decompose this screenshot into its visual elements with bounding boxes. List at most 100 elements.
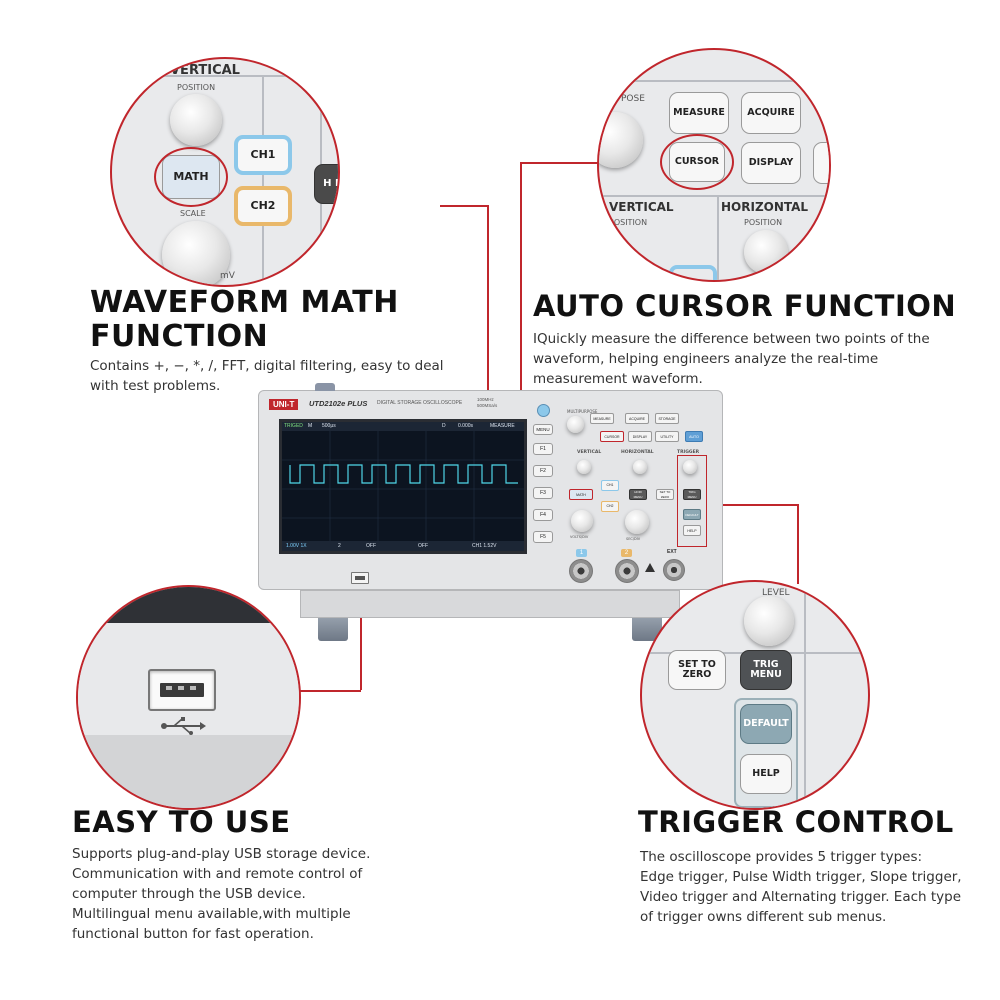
- device-volts-knob[interactable]: [571, 510, 593, 532]
- ch2-bnc-jack[interactable]: [615, 559, 639, 583]
- device-help-button[interactable]: HELP: [683, 525, 701, 536]
- waveform-math-description: Contains +, −, *, /, FFT, digital filter…: [90, 358, 444, 394]
- warning-icon: [645, 563, 655, 572]
- help-button[interactable]: HELP: [740, 754, 792, 794]
- screen-bottom-bar: 1.00V 1X 2 OFF OFF CH1 1.52V: [282, 541, 524, 551]
- zoom-usb-port: [76, 585, 301, 810]
- device-vertical-label: VERTICAL: [577, 450, 602, 455]
- device-foot-left: [318, 615, 348, 641]
- screen-timebase: 500μs: [322, 423, 336, 429]
- ext-bnc-jack[interactable]: [663, 559, 685, 581]
- usb-port[interactable]: [148, 669, 216, 711]
- horizontal-position-knob[interactable]: [744, 230, 788, 274]
- vertical-section-label: VERTICAL: [170, 63, 240, 78]
- waveform-trace: [282, 431, 524, 547]
- device-trigger-label: TRIGGER: [677, 450, 700, 455]
- f3-button[interactable]: F3: [533, 487, 553, 499]
- screen-m-flag: M: [308, 423, 313, 429]
- trig-status: TRIGED: [284, 423, 303, 429]
- position-knob[interactable]: [170, 94, 222, 146]
- screen-measure: MEASURE: [490, 423, 515, 429]
- trigger-highlight-box: [677, 455, 707, 547]
- device-set-to-zero-button[interactable]: SET TO ZERO: [656, 489, 674, 500]
- device-ch1-button[interactable]: CH1: [601, 480, 619, 491]
- brand-logo: UNI-T: [269, 399, 299, 410]
- device-auto-button[interactable]: AUTO: [685, 431, 703, 442]
- device-stand: [300, 590, 680, 618]
- auto-cursor-description: IQuickly measure the difference between …: [533, 331, 930, 387]
- vertical-label: VERTICAL: [609, 200, 674, 214]
- ch2-button[interactable]: CH2: [234, 186, 292, 226]
- device-horizontal-label: HORIZONTAL: [621, 450, 654, 455]
- volts-div-label: VOLTS/DIV: [570, 535, 589, 539]
- position-label-right: POSITION: [744, 218, 783, 227]
- device-spec: 100MHz 500MSa/s: [477, 397, 498, 408]
- ch1-button[interactable]: CH1: [234, 135, 292, 175]
- scale-knob[interactable]: [162, 221, 230, 285]
- default-button[interactable]: DEFAULT: [740, 704, 792, 744]
- connector-line: [520, 162, 522, 492]
- device-sec-knob[interactable]: [625, 510, 649, 534]
- model-label: UTD2102e PLUS: [309, 399, 368, 408]
- position-label-left: POSITION: [609, 218, 648, 227]
- device-level-knob[interactable]: [683, 460, 697, 474]
- trigger-control-title: TRIGGER CONTROL: [638, 805, 954, 839]
- device-storage-button[interactable]: STORAGE: [655, 413, 679, 424]
- measure-button[interactable]: MEASURE: [669, 92, 729, 134]
- easy-to-use-description: Supports plug-and-play USB storage devic…: [72, 846, 371, 942]
- device-cursor-button[interactable]: CURSOR: [600, 431, 624, 442]
- level-knob[interactable]: [744, 596, 794, 646]
- screen-ch2-number: 2: [338, 543, 341, 549]
- usb-icon: [161, 717, 206, 735]
- device-vertical-position-knob[interactable]: [577, 460, 591, 474]
- connector-line: [440, 205, 488, 207]
- partial-button[interactable]: [813, 142, 829, 184]
- device-multipurpose-knob[interactable]: [567, 416, 584, 433]
- math-highlight-circle: [154, 147, 228, 207]
- power-button[interactable]: [537, 404, 550, 417]
- f2-button[interactable]: F2: [533, 465, 553, 477]
- f4-button[interactable]: F4: [533, 509, 553, 521]
- device-default-button[interactable]: DEFAULT: [683, 509, 701, 520]
- easy-to-use-title: EASY TO USE: [72, 805, 291, 839]
- oscilloscope-device: UNI-T UTD2102e PLUS DIGITAL STORAGE OSCI…: [258, 383, 723, 590]
- ch2-jack-label: 2: [621, 549, 632, 557]
- screen-top-bar: TRIGED M 500μs D 0.000s MEASURE: [282, 422, 524, 431]
- connector-line: [797, 504, 799, 584]
- menu-button[interactable]: MENU: [533, 424, 553, 435]
- acquire-button[interactable]: ACQUIRE: [741, 92, 801, 134]
- connector-line: [300, 690, 361, 692]
- device-ch2-button[interactable]: CH2: [601, 501, 619, 512]
- ch1-bnc-jack[interactable]: [569, 559, 593, 583]
- mv-label: mV: [220, 271, 235, 281]
- connector-line: [360, 595, 362, 690]
- screen-trigger-info: CH1 1.52V: [472, 543, 497, 549]
- device-trig-menu-button[interactable]: TRIG MENU: [683, 489, 701, 500]
- device-math-button[interactable]: MATH: [569, 489, 593, 500]
- screen-off-1: OFF: [366, 543, 376, 549]
- device-measure-button[interactable]: MEASURE: [590, 413, 614, 424]
- trigger-control-description: The oscilloscope provides 5 trigger type…: [640, 849, 962, 925]
- trig-menu-button[interactable]: TRIG MENU: [740, 650, 792, 690]
- set-to-zero-button[interactable]: SET TO ZERO: [668, 650, 726, 690]
- device-hori-menu-button[interactable]: HORI MENU: [629, 489, 647, 500]
- device-acquire-button[interactable]: ACQUIRE: [625, 413, 649, 424]
- device-horizontal-position-knob[interactable]: [633, 460, 647, 474]
- zoom-trigger-panel: LEVEL SET TO ZERO TRIG MENU DEFAULT HELP: [640, 580, 870, 810]
- ch1-jack-label: 1: [576, 549, 587, 557]
- scale-label: SCALE: [180, 209, 206, 218]
- f1-button[interactable]: F1: [533, 443, 553, 455]
- screen-ch1-setting: 1.00V 1X: [286, 543, 307, 549]
- partial-menu-button[interactable]: H M: [314, 164, 338, 204]
- screen-d-flag: D: [442, 423, 446, 429]
- display-button[interactable]: DISPLAY: [741, 142, 801, 184]
- f5-button[interactable]: F5: [533, 531, 553, 543]
- screen-delay: 0.000s: [458, 423, 474, 429]
- purpose-label: POSE: [621, 94, 645, 104]
- multipurpose-knob[interactable]: [599, 112, 643, 168]
- connector-line: [487, 205, 489, 490]
- auto-cursor-title: AUTO CURSOR FUNCTION: [533, 289, 957, 323]
- device-usb-port[interactable]: [351, 572, 369, 584]
- device-display-button[interactable]: DISPLAY: [628, 431, 652, 442]
- device-utility-button[interactable]: UTILITY: [655, 431, 679, 442]
